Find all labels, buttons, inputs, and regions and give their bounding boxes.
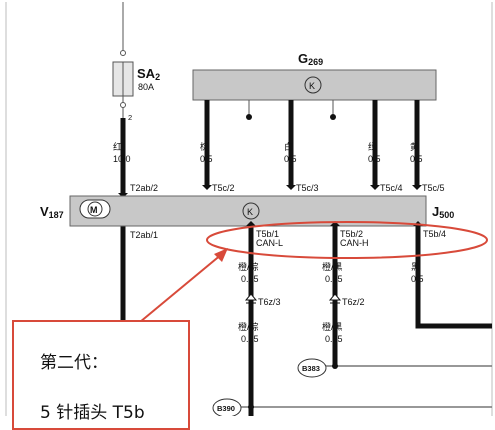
g269-box [192,69,437,101]
splice-b383 [297,358,327,378]
motor-circle [87,201,103,217]
j500-box [69,195,427,227]
upper-wire: 白 0.5 T5c/3 [284,100,319,193]
v187-label: V187 [40,204,64,220]
annotation-line-2: 5 针插头 T5b [40,403,145,423]
ground-color: 黑 [411,262,420,272]
g269-k-symbol [304,76,322,94]
fuse-top-terminal [120,50,126,56]
svg-text:0.5: 0.5 [410,154,423,164]
svg-text:T5c/5: T5c/5 [422,183,445,193]
svg-text:0.5: 0.5 [368,154,381,164]
svg-text:棕: 棕 [200,141,209,152]
ground-wire [415,226,492,329]
connector-arrow [246,221,256,226]
j500-k-symbol [242,202,260,220]
svg-text:0.5: 0.5 [284,154,297,164]
signal-can-h: CAN-H [340,238,369,248]
upper-wire: 棕 0.5 T5c/2 [200,100,235,193]
svg-text:T5c/3: T5c/3 [296,183,319,193]
motor-m: M [90,205,98,215]
splice-b390-label: B390 [217,404,235,413]
can-l-color-2: 橙/棕 [238,321,259,332]
fuse-bottom-terminal [120,102,126,108]
can-l-size-1: 0.35 [241,274,259,284]
fuse-pin: 2 [128,113,132,122]
highlight-ellipse [206,221,488,259]
fuse-rating: 80A [138,82,154,92]
conn-t5b2: T5b/2 [340,229,363,239]
can-h-color-1: 橙/黑 [322,261,343,272]
t6z-arrow [328,293,342,301]
b383-junction [332,363,338,369]
splice-b383-label: B383 [302,364,320,373]
splice-b390 [212,398,242,416]
can-h-color-2: 橙/黑 [322,321,343,332]
left-wire-top-conn: T2ab/2 [130,183,158,193]
left-wire-color: 红 [113,141,122,152]
left-wire-bottom-conn: T2ab/1 [130,230,158,240]
upper-wire: 黄 0.5 T5c/5 [410,100,445,193]
conn-t5b1: T5b/1 [256,229,279,239]
svg-text:0.5: 0.5 [200,154,213,164]
t6z-3-label: T6z/3 [258,297,281,307]
connector-arrow [330,221,340,226]
highlight-pointer [139,253,223,323]
g269-k-text: K [309,81,315,91]
j500-k-text: K [247,207,253,217]
fuse-label: SA2 [137,66,160,82]
can-l-size-2: 0.35 [241,334,259,344]
t6z-arrow [244,293,258,301]
upper-wire: 绿 0.5 T5c/4 [368,100,403,193]
wiring-diagram: SA2 80A 2 红 10.0 T2ab/2 T2ab/1 G269 K 棕 … [5,2,493,416]
left-wire-size: 10.0 [113,154,131,164]
annotation-box: 第二代： 5 针插头 T5b [12,320,190,430]
g269-stub-dot [330,114,336,120]
b390-junction [248,404,254,410]
motor-symbol [79,199,111,219]
signal-can-l: CAN-L [256,238,283,248]
can-l-color-1: 橙/棕 [238,261,259,272]
upper-wires: 棕 0.5 T5c/2 白 0.5 T5c/3 绿 0.5 T5c/4 黄 0.… [200,100,445,193]
annotation-line-1: 第二代： [40,353,108,373]
j500-label: J500 [432,204,454,220]
svg-text:T5c/4: T5c/4 [380,183,403,193]
g269-stub-dot [246,114,252,120]
ground-size: 0.5 [411,274,424,284]
svg-text:白: 白 [284,141,293,152]
highlight-arrowhead [214,248,228,262]
can-h-size-2: 0.35 [325,334,343,344]
svg-text:T5c/2: T5c/2 [212,183,235,193]
svg-text:黄: 黄 [410,141,419,152]
t6z-2-label: T6z/2 [342,297,365,307]
g269-label: G269 [298,51,323,67]
can-h-size-1: 0.35 [325,274,343,284]
conn-t5b4: T5b/4 [423,229,446,239]
svg-text:绿: 绿 [368,141,377,152]
